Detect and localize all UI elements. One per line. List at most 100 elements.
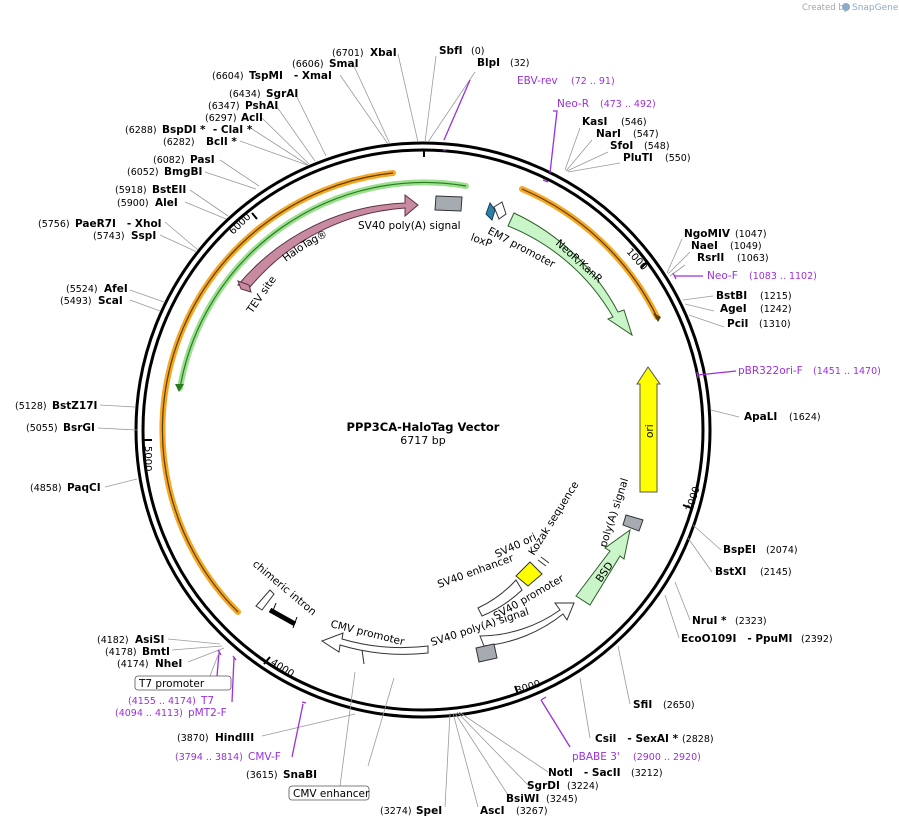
primer-marks <box>215 79 737 758</box>
site-name[interactable]: BmgBI <box>164 166 202 178</box>
site-pos: (2828) <box>682 734 714 745</box>
site-name[interactable]: AclI <box>241 112 263 124</box>
site-name[interactable]: SmaI <box>329 58 359 70</box>
site-name[interactable]: NaeI <box>691 240 718 252</box>
site-name[interactable]: BstZ17I <box>52 400 97 412</box>
site-name[interactable]: XbaI <box>370 47 397 59</box>
primer-labels: EBV-rev (72 .. 91) Neo-R (473 .. 492) Ne… <box>115 75 881 763</box>
primer-name[interactable]: pMT2-F <box>188 707 227 719</box>
site-name[interactable]: AscI <box>480 805 505 817</box>
site-name[interactable]: SpeI <box>416 805 442 817</box>
site-name[interactable]: RsrII <box>697 252 724 264</box>
primer-name[interactable]: Neo-F <box>707 270 738 282</box>
site-name[interactable]: AsiSI <box>135 634 164 646</box>
site-pos: (5128) <box>15 401 47 412</box>
feature-label-neor-kanr: NeoR/KanR <box>553 237 605 285</box>
site-pos: (546) <box>621 117 647 128</box>
site-pos: (3224) <box>567 781 599 792</box>
feature-label-kozak-sequence: Kozak sequence <box>526 479 581 557</box>
site-name[interactable]: EcoO109I - PpuMI <box>681 633 792 645</box>
site-name[interactable]: BspDI * - ClaI * <box>162 124 253 136</box>
primer-name[interactable]: Neo-R <box>557 98 589 110</box>
boxed-label-text: T7 promoter <box>138 678 205 690</box>
feature-bsd[interactable]: BSD <box>575 528 631 606</box>
primer-range: (2900 .. 2920) <box>633 752 701 763</box>
orf-orange-right <box>519 186 661 322</box>
site-name[interactable]: PshAI <box>245 100 278 112</box>
site-pos: (3274) <box>380 806 412 817</box>
site-name[interactable]: SfiI <box>633 699 652 711</box>
primer-name[interactable]: EBV-rev <box>517 75 558 87</box>
site-name[interactable]: SbfI <box>439 45 463 57</box>
site-pos: (2074) <box>766 545 798 556</box>
site-pos: (32) <box>510 58 530 69</box>
site-pos: (6347) <box>208 101 240 112</box>
site-name[interactable]: BstEII <box>152 184 186 196</box>
feature-label-sv40-enhancer: SV40 enhancer <box>436 552 516 591</box>
site-name[interactable]: TspMI - XmaI <box>249 70 332 82</box>
primer-name[interactable]: pBR322ori-F <box>738 365 803 377</box>
site-name[interactable]: BclI * <box>206 136 237 148</box>
boxed-label-t7-promoter[interactable]: T7 promoter <box>134 649 232 691</box>
site-name[interactable]: CsiI - SexAI * <box>595 733 679 745</box>
primer-name[interactable]: pBABE 3' <box>572 751 620 763</box>
orf-orange-left <box>159 170 396 615</box>
site-name[interactable]: NheI <box>155 658 182 670</box>
site-name[interactable]: SgrDI <box>527 780 560 792</box>
site-pos: (1049) <box>730 241 762 252</box>
site-name[interactable]: AfeI <box>104 283 128 295</box>
site-name[interactable]: PaeR7I - XhoI <box>75 218 162 230</box>
site-name[interactable]: SfoI <box>610 140 633 152</box>
site-pos: (6082) <box>153 155 185 166</box>
plasmid-length: 6717 bp <box>400 434 445 447</box>
site-name[interactable]: PaqCI <box>67 482 101 494</box>
boxed-label-text: CMV enhancer <box>293 788 370 800</box>
feature-ori[interactable]: ori <box>636 366 661 493</box>
primer-name[interactable]: T7 <box>200 695 214 707</box>
site-name[interactable]: PciI <box>727 318 748 330</box>
primer-range: (3794 .. 3814) <box>175 752 243 763</box>
site-pos: (3870) <box>177 733 209 744</box>
site-pos: (2323) <box>735 616 767 627</box>
site-pos: (2392) <box>801 634 833 645</box>
site-name[interactable]: NruI * <box>692 615 727 627</box>
boxed-label-cmv-enhancer[interactable]: CMV enhancer <box>288 671 370 801</box>
site-name[interactable]: PasI <box>190 154 215 166</box>
site-pos: (1063) <box>737 253 769 264</box>
site-pos: (4178) <box>105 647 137 658</box>
site-name[interactable]: NarI <box>596 128 621 140</box>
site-name[interactable]: ApaLI <box>744 411 777 423</box>
site-name[interactable]: NotI - SacII <box>548 767 621 779</box>
site-name[interactable]: BsiWI <box>506 793 539 805</box>
site-pos: (550) <box>665 153 691 164</box>
feature-sv40-polya-top[interactable]: SV40 poly(A) signal <box>358 195 463 232</box>
site-name[interactable]: AleI <box>155 197 178 209</box>
primer-range: (1451 .. 1470) <box>813 366 881 377</box>
feature-kozak-sequence[interactable]: Kozak sequence <box>526 479 581 567</box>
primer-range: (473 .. 492) <box>600 99 656 110</box>
feature-cmv-promoter[interactable]: CMV promoter <box>320 618 429 665</box>
site-name[interactable]: KasI <box>582 116 607 128</box>
site-name[interactable]: AgeI <box>720 303 747 315</box>
site-pos: (5756) <box>38 219 70 230</box>
site-name[interactable]: BstBI <box>716 290 747 302</box>
site-name[interactable]: SspI <box>131 230 156 242</box>
primer-name[interactable]: CMV-F <box>248 751 281 763</box>
primer-range: (1083 .. 1102) <box>749 271 817 282</box>
site-name[interactable]: BspEI <box>723 544 756 556</box>
site-name[interactable]: BlpI <box>477 57 500 69</box>
site-name[interactable]: BsrGI <box>63 422 95 434</box>
feature-chimeric-intron[interactable]: chimeric intron <box>250 558 318 629</box>
site-name[interactable]: PluTI <box>623 152 653 164</box>
site-pos: (6604) <box>212 71 244 82</box>
tick-4000: 4000 <box>268 657 295 680</box>
feature-neor-kanr[interactable]: NeoR/KanR <box>507 212 633 337</box>
site-pos: (5918) <box>115 185 147 196</box>
site-name[interactable]: HindIII <box>215 732 254 744</box>
site-name[interactable]: BstXI <box>715 566 746 578</box>
site-name[interactable]: NgoMIV <box>684 228 731 240</box>
site-name[interactable]: SnaBI <box>283 769 317 781</box>
site-name[interactable]: BmtI <box>142 646 170 658</box>
site-name[interactable]: SgrAI <box>266 88 298 100</box>
site-name[interactable]: ScaI <box>98 295 123 307</box>
